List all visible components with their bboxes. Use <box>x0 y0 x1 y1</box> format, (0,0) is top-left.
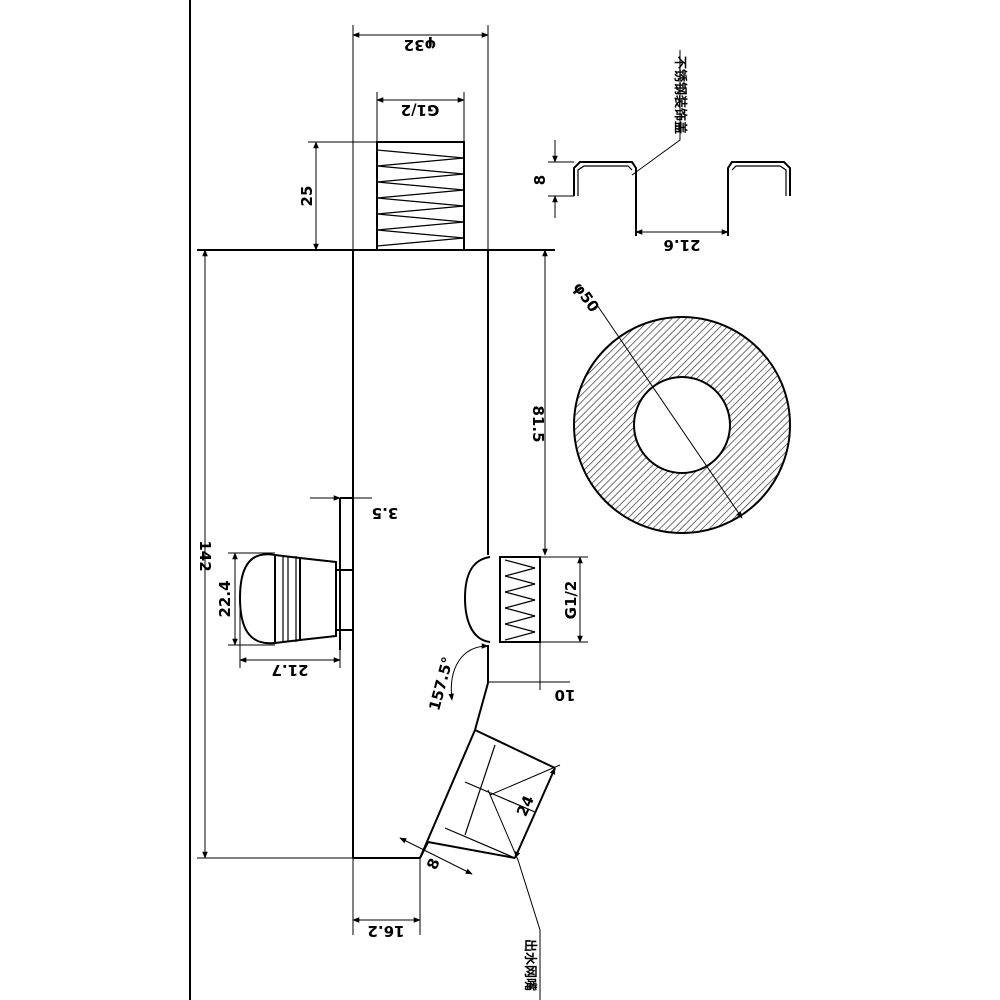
label-total-height: 142 <box>196 540 214 571</box>
label-flange-spacing: 21.6 <box>663 236 700 254</box>
label-cover-note: 不锈钢装饰盖 <box>672 56 688 134</box>
label-angle: 157.5° <box>425 655 457 713</box>
flange-profile <box>548 50 791 236</box>
top-thread <box>376 141 465 251</box>
label-side-thread: G1/2 <box>562 581 580 620</box>
label-flange-height: 8 <box>531 175 549 185</box>
label-button-length: 21.7 <box>271 661 308 679</box>
label-outlet-note: 出水网嘴 <box>522 939 538 991</box>
label-button-diameter: 22.4 <box>216 580 234 617</box>
decorative-ring <box>573 301 791 534</box>
label-wall-offset: 3.5 <box>372 504 399 522</box>
outlet-nozzle <box>419 729 556 859</box>
label-ring-diameter: φ50 <box>569 279 602 316</box>
side-thread <box>463 556 541 643</box>
label-top-thread: G1/2 <box>401 101 440 119</box>
main-body <box>352 250 489 859</box>
push-button <box>238 497 354 650</box>
label-upper-height: 81.5 <box>529 405 547 442</box>
label-side-thread-length: 10 <box>555 686 576 704</box>
label-thread-length: 25 <box>298 186 316 207</box>
dimension-lines <box>197 25 588 1000</box>
label-top-diameter: φ32 <box>404 36 437 54</box>
label-bottom-width: 16.2 <box>367 922 404 940</box>
